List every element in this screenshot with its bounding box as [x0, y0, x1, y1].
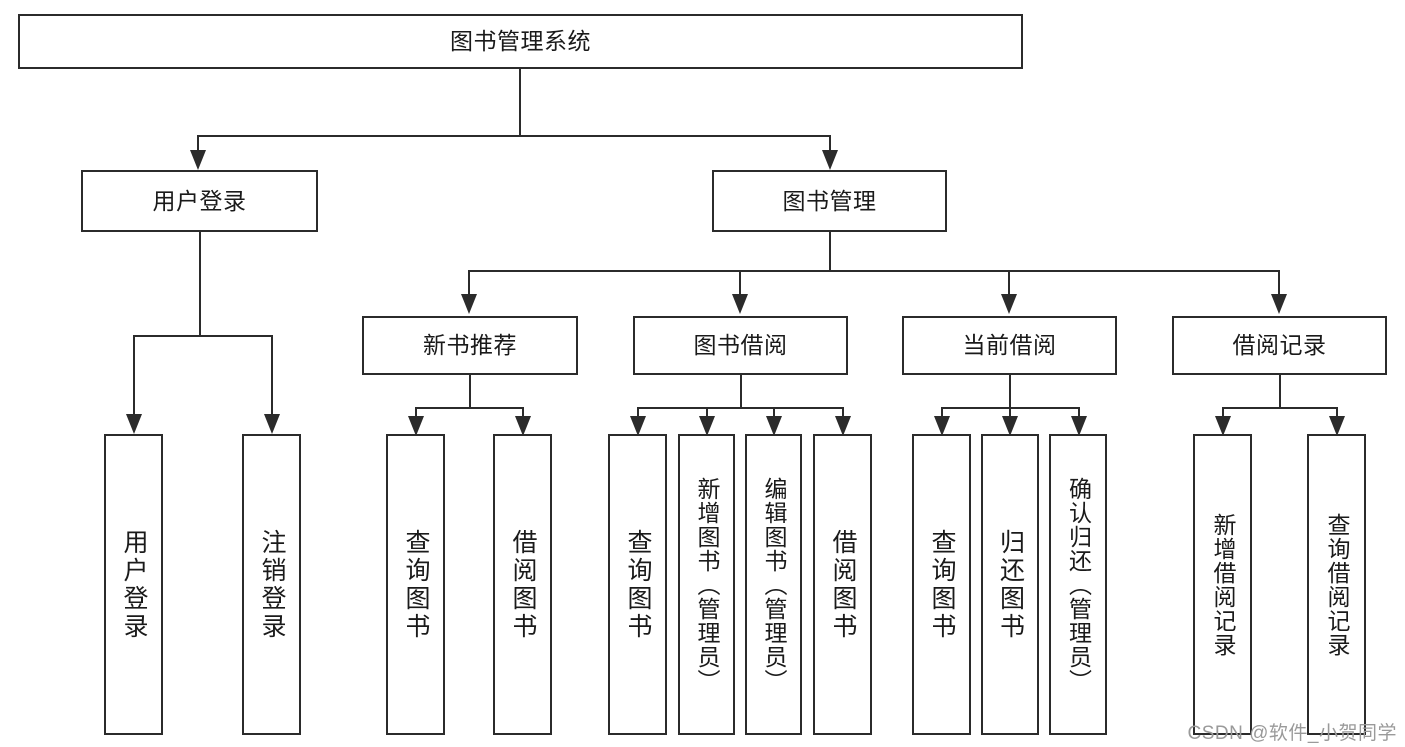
node-leaf-query-book-2-label: 查询图书: [624, 528, 652, 641]
node-leaf-return-book-label: 归还图书: [996, 528, 1025, 641]
arrowhead-leaf-logout: [264, 414, 280, 434]
node-leaf-query-book-1-label: 查询图书: [402, 528, 430, 641]
node-book-manage-label: 图书管理: [782, 187, 877, 214]
connector-nbr-drop-2: [522, 407, 524, 419]
arrowhead-user-login: [190, 150, 206, 170]
connector-bb-drop-1: [637, 407, 639, 419]
connector-bb-bus: [637, 407, 843, 409]
connector-cb-stem: [1009, 375, 1011, 407]
arrowhead-book-borrow: [732, 294, 748, 314]
arrowhead-borrow-record: [1271, 294, 1287, 314]
connector-to-user-login: [197, 135, 199, 153]
connector-user-login-bus: [133, 335, 272, 337]
arrowhead-leaf-return-book: [1002, 416, 1018, 436]
connector-bm-drop-1: [468, 270, 470, 297]
csdn-watermark: CSDN @软件_小贺同学: [1187, 723, 1397, 744]
arrowhead-leaf-query-book-2: [630, 416, 646, 436]
node-leaf-logout[interactable]: 注销登录: [242, 434, 301, 735]
node-new-book-rec-label: 新书推荐: [423, 332, 517, 358]
connector-br-drop-2: [1336, 407, 1338, 419]
arrowhead-new-book-rec: [461, 294, 477, 314]
connector-bb-stem: [740, 375, 742, 407]
connector-user-login-drop-1: [133, 335, 135, 417]
node-leaf-add-record[interactable]: 新增借阅记录: [1193, 434, 1252, 735]
node-book-manage[interactable]: 图书管理: [712, 170, 947, 232]
connector-to-book-manage: [829, 135, 831, 153]
arrowhead-leaf-edit-book: [766, 416, 782, 436]
node-user-login-label: 用户登录: [152, 187, 247, 214]
connector-root-bus: [197, 135, 831, 137]
connector-book-manage-bus: [468, 270, 1278, 272]
node-leaf-add-book[interactable]: 新增图书（管理员）: [678, 434, 735, 735]
node-leaf-logout-label: 注销登录: [258, 528, 286, 641]
connector-cb-drop-2: [1009, 407, 1011, 419]
node-leaf-confirm-return[interactable]: 确认归还（管理员）: [1049, 434, 1107, 735]
node-leaf-query-book-3[interactable]: 查询图书: [912, 434, 971, 735]
node-leaf-query-record-label: 查询借阅记录: [1324, 512, 1350, 657]
node-leaf-query-book-1[interactable]: 查询图书: [386, 434, 445, 735]
node-leaf-user-login[interactable]: 用户登录: [104, 434, 163, 735]
node-leaf-query-book-2[interactable]: 查询图书: [608, 434, 667, 735]
node-current-borrow-label: 当前借阅: [962, 332, 1057, 358]
arrowhead-leaf-query-record: [1329, 416, 1345, 436]
node-book-borrow[interactable]: 图书借阅: [633, 316, 848, 375]
node-root-label: 图书管理系统: [450, 28, 591, 54]
connector-bm-drop-4: [1278, 270, 1280, 297]
connector-bm-drop-3: [1008, 270, 1010, 297]
node-leaf-borrow-book-2-label: 借阅图书: [829, 528, 857, 641]
connector-bb-drop-4: [842, 407, 844, 419]
connector-book-manage-stem: [829, 232, 831, 270]
connector-br-bus: [1222, 407, 1337, 409]
node-leaf-user-login-label: 用户登录: [120, 528, 148, 641]
node-leaf-borrow-book-1-label: 借阅图书: [509, 528, 537, 641]
connector-bb-drop-2: [706, 407, 708, 419]
connector-user-login-drop-2: [271, 335, 273, 417]
node-leaf-borrow-book-2[interactable]: 借阅图书: [813, 434, 872, 735]
connector-cb-drop-1: [941, 407, 943, 419]
node-leaf-query-book-3-label: 查询图书: [928, 528, 956, 641]
arrowhead-leaf-query-book-3: [934, 416, 950, 436]
connector-nbr-bus: [415, 407, 523, 409]
arrowhead-book-manage: [822, 150, 838, 170]
arrowhead-leaf-borrow-book-2: [835, 416, 851, 436]
node-leaf-query-record[interactable]: 查询借阅记录: [1307, 434, 1366, 735]
arrowhead-leaf-add-record: [1215, 416, 1231, 436]
arrowhead-current-borrow: [1001, 294, 1017, 314]
arrowhead-leaf-confirm-return: [1071, 416, 1087, 436]
node-current-borrow[interactable]: 当前借阅: [902, 316, 1117, 375]
connector-nbr-drop-1: [415, 407, 417, 419]
connector-user-login-stem: [199, 232, 201, 335]
connector-bb-drop-3: [773, 407, 775, 419]
node-leaf-edit-book[interactable]: 编辑图书（管理员）: [745, 434, 802, 735]
arrowhead-leaf-user-login: [126, 414, 142, 434]
connector-root-stem: [519, 69, 521, 135]
node-leaf-return-book[interactable]: 归还图书: [981, 434, 1039, 735]
node-borrow-record-label: 借阅记录: [1232, 332, 1327, 358]
arrowhead-leaf-add-book: [699, 416, 715, 436]
arrowhead-leaf-borrow-book-1: [515, 416, 531, 436]
node-new-book-rec[interactable]: 新书推荐: [362, 316, 578, 375]
node-leaf-edit-book-label: 编辑图书（管理员）: [761, 476, 787, 693]
node-user-login[interactable]: 用户登录: [81, 170, 318, 232]
arrowhead-leaf-query-book-1: [408, 416, 424, 436]
node-leaf-add-record-label: 新增借阅记录: [1210, 512, 1236, 657]
node-borrow-record[interactable]: 借阅记录: [1172, 316, 1387, 375]
connector-bm-drop-2: [739, 270, 741, 297]
node-book-borrow-label: 图书借阅: [693, 332, 788, 358]
node-leaf-confirm-return-label: 确认归还（管理员）: [1065, 476, 1092, 693]
connector-br-stem: [1279, 375, 1281, 407]
connector-br-drop-1: [1222, 407, 1224, 419]
node-root[interactable]: 图书管理系统: [18, 14, 1023, 69]
connector-nbr-stem: [469, 375, 471, 407]
connector-cb-drop-3: [1078, 407, 1080, 419]
node-leaf-borrow-book-1[interactable]: 借阅图书: [493, 434, 552, 735]
node-leaf-add-book-label: 新增图书（管理员）: [694, 476, 720, 693]
